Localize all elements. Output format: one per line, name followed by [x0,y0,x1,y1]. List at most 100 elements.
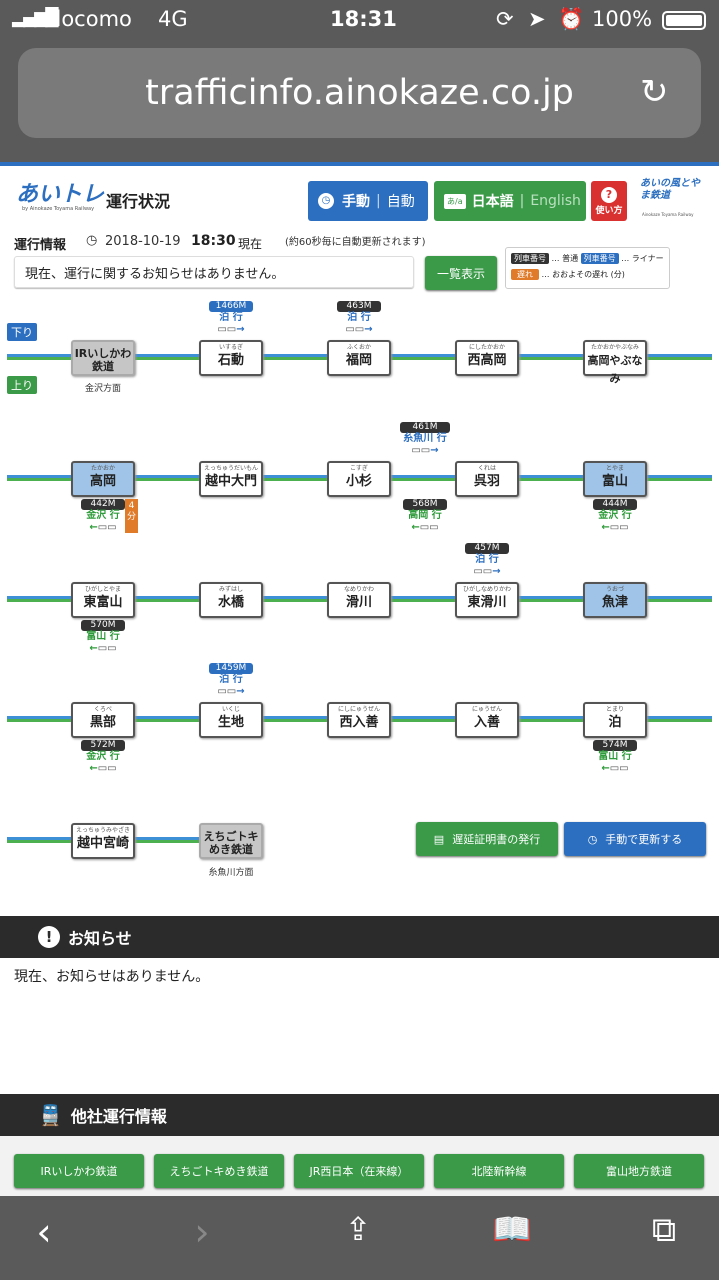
rotation-lock-icon: ⟳ [496,7,514,31]
lang-ja[interactable]: 日本語 [471,194,514,210]
help-button[interactable]: ? 使い方 [591,181,627,221]
legend-tag-liner: 列車番号 [580,253,619,264]
back-icon[interactable]: ‹ [36,1210,52,1254]
lang-en[interactable]: English [530,193,581,209]
url-bar[interactable]: trafficinfo.ainokaze.co.jp [18,48,701,138]
station-higashitoyama[interactable]: ひがしとやま東富山 [71,582,135,618]
itoigawa-direction: 糸魚川方面 [208,868,254,878]
clock-icon: ◷ [318,193,334,209]
station-kosugi[interactable]: こすぎ小杉 [327,461,391,497]
delay-certificate-button[interactable]: ▤遅延証明書の発行 [416,822,558,856]
train-icon: ▭▭→ [473,566,501,577]
station-nishinyuzen[interactable]: にしにゅうぜん西入善 [327,702,391,738]
list-view-button[interactable]: 一覧表示 [425,256,497,290]
up-direction-label: 上り [7,376,37,394]
update-now: 現在 [238,237,263,251]
battery-percent: 100% [592,7,653,31]
manual-refresh-button[interactable]: ◷手動で更新する [564,822,706,856]
network: 4G [158,7,188,31]
train-icon: ←▭▭ [89,643,117,654]
station-namerikawa[interactable]: なめりかわ滑川 [327,582,391,618]
forward-icon[interactable]: › [194,1210,210,1254]
station-higashinamerikawa[interactable]: ひがしなめりかわ東滑川 [455,582,519,618]
status-bar: ▂▄▆█ docomo 4G 18:31 ⟳ ➤ ⏰ 100% [0,0,719,40]
language-toggle[interactable]: あ/a 日本語 | English [434,181,586,221]
station-isurugi[interactable]: いするぎ石動 [199,340,263,376]
auto-note: (約60秒毎に自動更新されます) [285,237,426,248]
browser-toolbar: ‹ › ⇪ 📖 ⧉ [0,1196,719,1280]
page-title: 運行状況 [106,192,171,211]
battery-icon [662,11,706,30]
station-echigo-tokimeki[interactable]: えちごトキめき鉄道 [199,823,263,859]
other-line-button[interactable]: えちごトキめき鉄道 [154,1154,284,1188]
bookmarks-icon[interactable]: 📖 [492,1210,532,1248]
other-line-button[interactable]: IRいしかわ鉄道 [14,1154,144,1188]
station-tomari[interactable]: とまり泊 [583,702,647,738]
train-icon: ←▭▭ [601,522,629,533]
legend-desc-normal: … 普通 [551,254,579,263]
station-kurobe[interactable]: くろべ黒部 [71,702,135,738]
station-takaoka[interactable]: たかおか高岡 [71,461,135,497]
document-icon: ▤ [433,832,445,846]
brand-logo: あいの風とやま鉄道 [640,178,700,201]
station-fukuoka[interactable]: ふくおか福岡 [327,340,391,376]
train-icon: ←▭▭ [89,763,117,774]
other-line-button[interactable]: JR西日本（在来線） [294,1154,424,1188]
legend-tag-normal: 列車番号 [511,253,549,264]
notice-title: お知らせ [68,929,132,948]
station-kureha[interactable]: くれは呉羽 [455,461,519,497]
station-mizuhashi[interactable]: みずはし水橋 [199,582,263,618]
other-line-button[interactable]: 北陸新幹線 [434,1154,564,1188]
other-line-button[interactable]: 富山地方鉄道 [574,1154,704,1188]
auto-label[interactable]: 自動 [386,194,415,210]
station-toyama[interactable]: とやま富山 [583,461,647,497]
station-uozu[interactable]: うおづ魚津 [583,582,647,618]
reload-icon[interactable]: ↻ [640,72,669,112]
clock: 18:31 [330,7,397,31]
carrier: docomo [48,7,132,31]
logo[interactable]: あいトレ [16,182,105,207]
manual-label[interactable]: 手動 [342,194,370,210]
station-takaokayabunami[interactable]: たかおかやぶなみ高岡やぶなみ [583,340,647,385]
train-icon: ←▭▭ [601,763,629,774]
station-ir-ishikawa[interactable]: IRいしかわ鉄道 [71,340,135,376]
station-ecchumiyazaki[interactable]: えっちゅうみやざき越中宮崎 [71,823,135,859]
train-icon: ▭▭→ [217,324,245,335]
update-mode-toggle[interactable]: ◷ 手動 | 自動 [308,181,428,221]
station-nishitakaoka[interactable]: にしたかおか西高岡 [455,340,519,376]
station-ikuji[interactable]: いくじ生地 [199,702,263,738]
location-icon: ➤ [528,7,546,31]
language-icon: あ/a [444,193,466,209]
site-header: あいトレ by Ainokaze Toyama Railway 運行状況 ◷ 手… [0,162,719,222]
alarm-icon: ⏰ [558,7,585,31]
legend-desc-liner: … ライナー [621,254,664,263]
station-nyuzen[interactable]: にゅうぜん入善 [455,702,519,738]
update-time: 18:30 [191,233,236,249]
browser-chrome: trafficinfo.ainokaze.co.jp ↻ [0,40,719,162]
tabs-icon[interactable]: ⧉ [651,1210,677,1250]
info-label: 運行情報 [14,238,67,253]
train-icon: 🚆 [38,1103,63,1127]
kanazawa-direction: 金沢方面 [84,384,121,394]
brand-sub: Ainokaze Toyama Railway [642,212,694,217]
info-panel: 運行情報 ◷ 2018-10-19 18:30 現在 (約60秒毎に自動更新され… [0,226,719,290]
train-icon: ←▭▭ [89,522,117,533]
signal-icon: ▂▄▆█ [12,8,58,28]
legend-desc-delay: … おおよその遅れ (分) [541,270,625,279]
logo-sub: by Ainokaze Toyama Railway [22,206,95,212]
delay-badge: 4 分 [125,499,138,533]
station-ecchudaimon[interactable]: えっちゅうだいもん越中大門 [199,461,263,497]
share-icon[interactable]: ⇪ [344,1210,372,1248]
help-label: 使い方 [595,205,623,216]
